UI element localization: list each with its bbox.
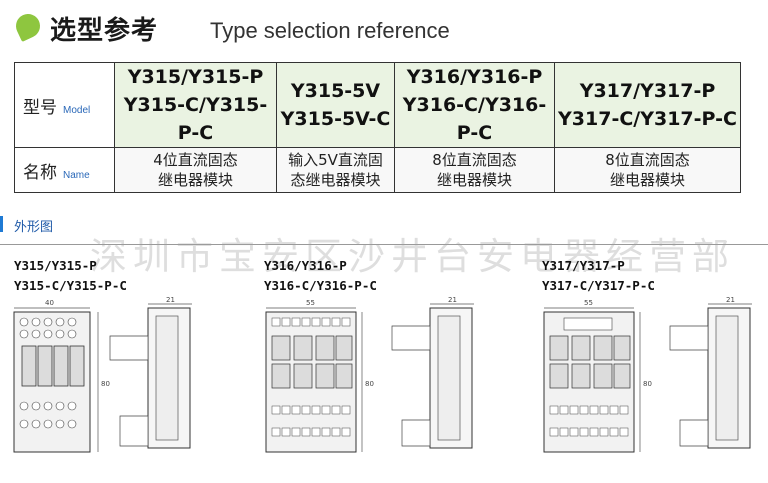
- model-label-cn: 型号: [23, 97, 57, 118]
- name-cell-y317: 8位直流固态 继电器模块: [554, 147, 741, 193]
- name-label-en: Name: [63, 169, 90, 181]
- drawing-label-y316: Y316/Y316-P Y316-C/Y316-P-C: [264, 256, 377, 296]
- name-cell-y315-5v: 输入5V直流固 态继电器模块: [276, 147, 395, 193]
- model-name: Y316-C/Y316-P-C: [402, 94, 547, 144]
- model-header-cell: 型号 Model: [14, 62, 115, 148]
- leaf-icon: [12, 10, 44, 42]
- model-name: Y316/Y316-P: [406, 66, 543, 88]
- width-dimension: 40: [45, 299, 54, 307]
- product-name: 4位直流固态: [153, 151, 238, 169]
- height-dimension: 80: [365, 380, 374, 388]
- selection-table: 型号 Model Y315/Y315-P Y315-C/Y315-P-C Y315…: [14, 62, 741, 193]
- model-row: 型号 Model Y315/Y315-P Y315-C/Y315-P-C Y315…: [14, 62, 741, 148]
- product-name: 态继电器模块: [290, 171, 381, 189]
- model-cell-y316: Y316/Y316-P Y316-C/Y316-P-C: [394, 62, 555, 148]
- drawing-label-line: Y317-C/Y317-P-C: [542, 278, 655, 293]
- page-title-en: Type selection reference: [210, 18, 450, 43]
- model-name: Y315-5V: [290, 80, 381, 102]
- name-row: 名称 Name 4位直流固态 继电器模块 输入5V直流固 态继电器模块 8位直流固…: [14, 147, 741, 193]
- side-dimension: 21: [448, 296, 457, 304]
- height-dimension: 80: [101, 380, 110, 388]
- model-name: Y315/Y315-P: [127, 66, 264, 88]
- side-dimension: 21: [726, 296, 735, 304]
- side-dimension: 21: [166, 296, 175, 304]
- drawing-label-line: Y316-C/Y316-P-C: [264, 278, 377, 293]
- outline-drawing-y317: 55 80 21: [543, 296, 752, 453]
- model-name: Y315-5V-C: [280, 108, 391, 130]
- page-title-cn: 选型参考: [50, 16, 159, 46]
- model-name: Y315-C/Y315-P-C: [123, 94, 268, 144]
- product-name: 8位直流固态: [605, 151, 690, 169]
- model-cell-y317: Y317/Y317-P Y317-C/Y317-P-C: [554, 62, 741, 148]
- model-cell-y315-5v: Y315-5V Y315-5V-C: [276, 62, 395, 148]
- drawing-label-line: Y315-C/Y315-P-C: [14, 278, 127, 293]
- name-cell-y316: 8位直流固态 继电器模块: [394, 147, 555, 193]
- name-header-cell: 名称 Name: [14, 147, 115, 193]
- drawing-label-line: Y316/Y316-P: [264, 258, 347, 273]
- model-label-en: Model: [63, 104, 91, 116]
- product-name: 继电器模块: [609, 171, 685, 189]
- model-name: Y317/Y317-P: [579, 80, 716, 102]
- width-dimension: 55: [306, 299, 315, 307]
- watermark: 深圳市宝安区沙井台安电器经营部: [90, 235, 735, 278]
- drawing-label-line: Y315/Y315-P: [14, 258, 97, 273]
- name-label-cn: 名称: [23, 162, 57, 183]
- height-dimension: 80: [643, 380, 652, 388]
- drawing-label-y317: Y317/Y317-P Y317-C/Y317-P-C: [542, 256, 655, 296]
- section-title: 外形图: [14, 220, 54, 235]
- outline-drawing-y315: 40 80 21: [13, 296, 192, 453]
- section-divider: [0, 244, 768, 245]
- model-cell-y315: Y315/Y315-P Y315-C/Y315-P-C: [114, 62, 277, 148]
- product-name: 继电器模块: [436, 171, 512, 189]
- product-name: 8位直流固态: [432, 151, 517, 169]
- name-cell-y315: 4位直流固态 继电器模块: [114, 147, 277, 193]
- model-name: Y317-C/Y317-P-C: [558, 108, 737, 130]
- product-name: 继电器模块: [157, 171, 233, 189]
- outline-drawing-y316: 55 80 21: [265, 296, 474, 453]
- drawing-label-y315: Y315/Y315-P Y315-C/Y315-P-C: [14, 256, 127, 296]
- width-dimension: 55: [584, 299, 593, 307]
- section-marker: [0, 216, 3, 232]
- product-name: 输入5V直流固: [288, 151, 383, 169]
- drawing-label-line: Y317/Y317-P: [542, 258, 625, 273]
